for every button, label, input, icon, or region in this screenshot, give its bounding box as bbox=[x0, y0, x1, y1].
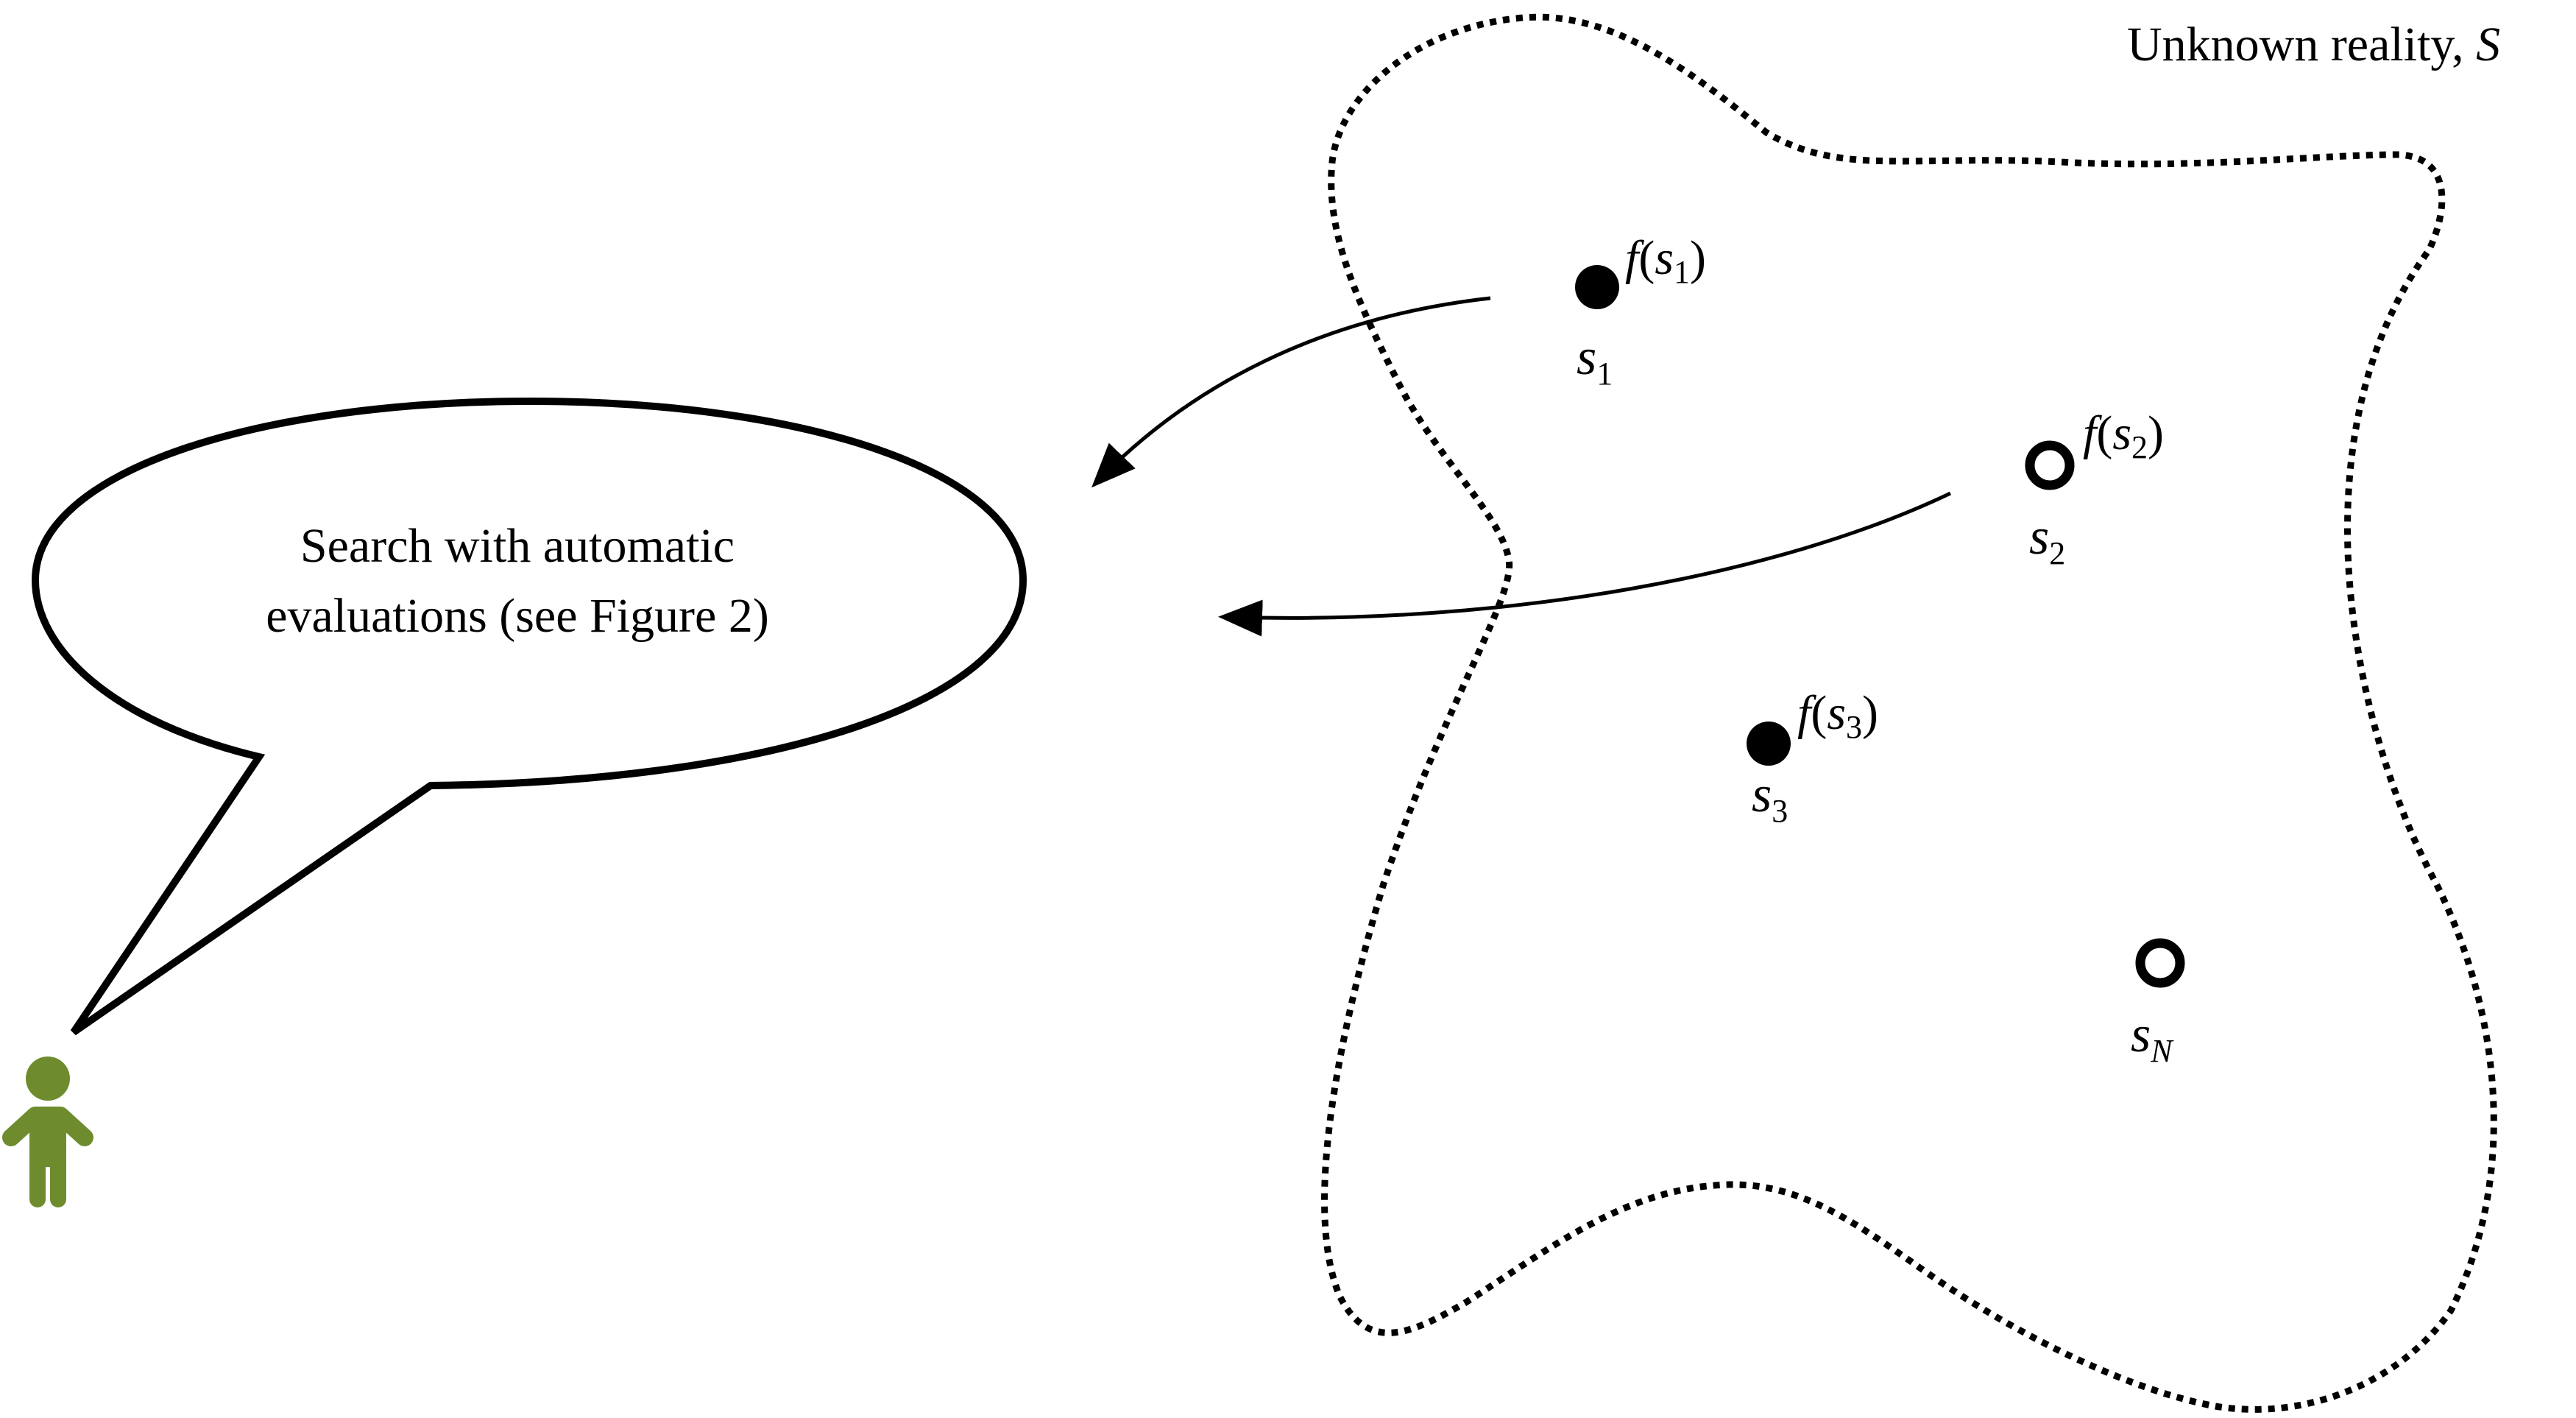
title-text: Unknown reality, bbox=[2127, 18, 2476, 71]
title-label: Unknown reality, S bbox=[2127, 18, 2500, 71]
point-s1-label: s1 bbox=[1577, 329, 1613, 392]
person-head bbox=[26, 1057, 70, 1101]
person-leg-left bbox=[29, 1149, 46, 1207]
point-s3-base: s bbox=[1752, 766, 1772, 823]
point-s1-f-close: ) bbox=[1690, 231, 1706, 285]
point-s2-base: s bbox=[2029, 509, 2049, 565]
point-sN-base: s bbox=[2131, 1006, 2151, 1063]
point-sN-marker bbox=[2135, 938, 2185, 988]
point-s3-sub: 3 bbox=[1772, 793, 1788, 829]
arrow-s1-to-search bbox=[1091, 296, 1491, 488]
point-s1-sub: 1 bbox=[1596, 356, 1613, 392]
point-s1-base: s bbox=[1577, 329, 1596, 386]
point-s2-f-label: f(s2) bbox=[2083, 406, 2164, 465]
point-sN-label: sN bbox=[2131, 1006, 2174, 1069]
point-s1-f-arg: s bbox=[1655, 231, 1674, 285]
point-s1-f-open: ( bbox=[1638, 231, 1655, 285]
point-s2-sub: 2 bbox=[2049, 535, 2065, 571]
point-s2-f-open: ( bbox=[2096, 406, 2112, 460]
speech-bubble bbox=[31, 397, 1027, 1036]
point-s2-marker bbox=[2025, 440, 2075, 490]
point-s3-f-close: ) bbox=[1862, 686, 1878, 740]
point-s2-f-close: ) bbox=[2148, 406, 2164, 460]
point-s1-f-sub: 1 bbox=[1674, 254, 1690, 290]
person-leg-right bbox=[50, 1149, 66, 1207]
point-s3-marker bbox=[1747, 722, 1791, 766]
bubble-text-line1: Search with automatic bbox=[300, 519, 735, 573]
point-s1-f-label: f(s1) bbox=[1625, 231, 1706, 290]
title-symbol: S bbox=[2476, 18, 2500, 71]
person-icon bbox=[2, 1057, 93, 1207]
point-s3-label: s3 bbox=[1752, 766, 1788, 829]
point-sN-sub: N bbox=[2150, 1033, 2174, 1069]
point-s3-f-arg: s bbox=[1827, 686, 1846, 740]
point-s2-label: s2 bbox=[2029, 509, 2065, 571]
point-s2-f-sub: 2 bbox=[2131, 429, 2148, 465]
reality-boundary bbox=[1321, 13, 2497, 1413]
arrow-s2-to-search bbox=[1218, 491, 1952, 637]
point-s3-f-sub: 3 bbox=[1846, 709, 1862, 745]
point-s3-f-label: f(s3) bbox=[1797, 686, 1878, 745]
point-s1-marker bbox=[1575, 265, 1619, 309]
point-s2-f-arg: s bbox=[2112, 406, 2131, 460]
bubble-text-line2: evaluations (see Figure 2) bbox=[266, 589, 769, 643]
point-s3-f-open: ( bbox=[1811, 686, 1827, 740]
